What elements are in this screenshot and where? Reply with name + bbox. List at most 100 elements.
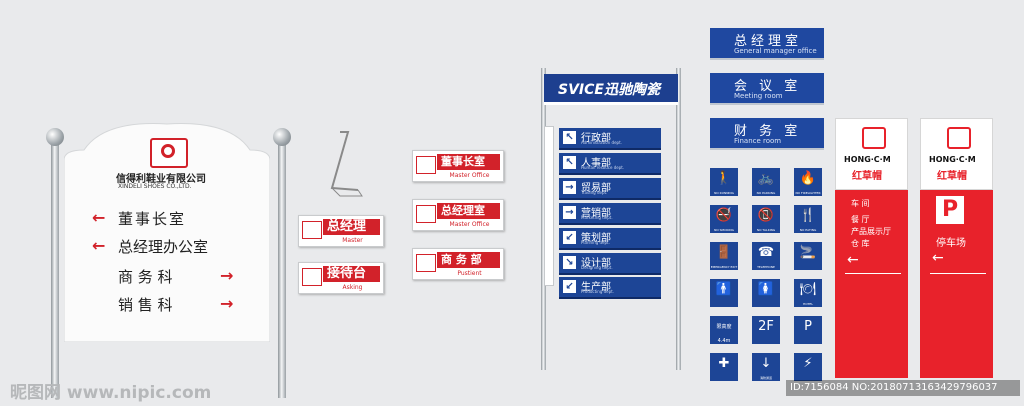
logo-icon — [416, 205, 436, 223]
plate-sub: Pustient — [457, 270, 482, 277]
pictogram-glyph: P — [804, 319, 812, 334]
arrow-right-icon: → — [220, 266, 234, 285]
pictogram-glyph: ☎ — [757, 245, 775, 260]
parking-icon: P — [936, 196, 964, 224]
dept-en: Producting dept. — [581, 289, 615, 294]
pictogram-glyph: 🚲 — [757, 171, 775, 186]
room-en: General manager office — [734, 47, 817, 55]
pictogram-icon: ✚ — [710, 353, 738, 381]
pictogram-caption: TELEPHONE — [757, 265, 775, 269]
desk-sign-reception: 接待台 Asking — [298, 262, 384, 294]
divider — [930, 273, 986, 274]
pictogram-icon: 🍽HOTEL — [794, 279, 822, 307]
pictogram-glyph: 限高度 4.4m — [716, 324, 732, 344]
dept-cn: 生产部 — [581, 282, 611, 293]
plate-sub: Master Office — [449, 172, 490, 179]
plate-sub: Master Office — [449, 221, 490, 228]
right-pole — [278, 140, 286, 398]
brand-logo-icon — [862, 127, 886, 149]
left-pole — [51, 140, 59, 398]
brand-name-cn: 红草帽 — [852, 171, 882, 182]
room-en: Meeting room — [734, 92, 783, 100]
pictogram-caption: EMERGENCY EXIT — [710, 265, 738, 269]
pictogram-glyph: 🚭 — [715, 208, 733, 223]
dept-cn: 贸易部 — [581, 183, 611, 194]
watermark-site: 昵图网 www.nipic.com — [10, 383, 212, 403]
arrow-icon: ↙ — [563, 280, 576, 293]
directory-header: SVICE迅驰陶瓷 — [544, 74, 678, 105]
pictogram-icon: 🚭 NO SMOKING — [710, 205, 738, 233]
pictogram-glyph: 🔥 — [799, 171, 817, 186]
pictogram-glyph: 🚪 — [715, 245, 733, 260]
pictogram-glyph: ↓ — [760, 356, 772, 371]
wall-plate: 商 务 部 Pustient — [412, 248, 504, 280]
arrow-icon: → — [563, 181, 576, 194]
arrow-icon: ↖ — [563, 156, 576, 169]
dept-en: Planning dept. — [581, 240, 610, 245]
pictogram-icon: 限高度 4.4m — [710, 316, 738, 344]
main-sign-rows: ← 董事长室 ← 总经理办公室 商 务 科 → 销 售 科 → — [64, 198, 270, 318]
brand-logo-icon — [947, 127, 971, 149]
pictogram-caption: NO SMOKING — [714, 228, 734, 232]
plate-label: 总经理室 — [437, 203, 500, 219]
pictogram-caption: NO FIRELIGHTER — [795, 191, 821, 195]
plate-label: 董事长室 — [437, 154, 500, 170]
room-cn: 总经理室 — [734, 34, 803, 49]
divider — [845, 273, 901, 274]
company-name-en: XINDELI SHOES CO.,LTD. — [118, 183, 192, 190]
pictogram-icon: 🔥 NO FIRELIGHTER — [794, 168, 822, 196]
arrow-left-icon: ← — [932, 250, 944, 266]
brand-name: HONG·C·M — [929, 155, 976, 164]
logo-icon — [416, 156, 436, 174]
pictogram-icon: 🚪 EMERGENCY EXIT — [710, 242, 738, 270]
pictogram-icon: 🚹 — [710, 279, 738, 307]
dept-cn: 策划部 — [581, 233, 611, 244]
stand-item: 产品展示厅 — [851, 227, 891, 236]
arrow-icon: ↙ — [563, 231, 576, 244]
pictogram-grid: 🚶NO RUNNING🚲NO PARKING🔥NO FIRELIGHTER🚭NO… — [710, 168, 830, 381]
pictogram-glyph: 🚬 — [799, 245, 817, 260]
arrow-icon: → — [563, 206, 576, 219]
pictogram-glyph: 🍴 — [799, 208, 817, 223]
desk-sign-label: 总经理 — [323, 219, 380, 235]
pictogram-icon: 🚬 — [794, 242, 822, 270]
desk-sign-label: 接待台 — [323, 266, 380, 282]
pictogram-glyph: 2F — [758, 319, 774, 334]
pictogram-caption: HOTEL — [802, 302, 814, 306]
left-pole-ball — [46, 128, 64, 146]
pictogram-icon: 🚺 — [752, 279, 780, 307]
company-logo-icon — [150, 138, 188, 168]
main-sign-panel — [64, 123, 270, 342]
right-pole-ball — [273, 128, 291, 146]
room-cn: 财 务 室 — [734, 124, 802, 139]
arrow-left-icon: ← — [92, 208, 106, 227]
pictogram-icon: ↓消防通道 — [752, 353, 780, 381]
arrow-left-icon: ← — [847, 252, 859, 268]
desk-sign-master: 总经理 Master — [298, 215, 384, 247]
row-label: 总经理办公室 — [118, 238, 209, 256]
stand-item: 餐 厅 — [851, 215, 870, 224]
stand-sign-parking: HONG·C·M 红草帽 P 停车场 ← — [920, 118, 993, 378]
pictogram-icon: P — [794, 316, 822, 344]
stand-sign-workshop: HONG·C·M 红草帽 车 间 餐 厅 产品展示厅 仓 库 ← — [835, 118, 908, 378]
pictogram-icon: 🚲 NO PARKING — [752, 168, 780, 196]
stand-item: 车 间 — [851, 199, 870, 208]
brand-name: SVICE迅驰陶瓷 — [558, 82, 660, 98]
pictogram-caption: NO EATING — [799, 228, 817, 232]
dept-cn: 营销部 — [581, 208, 611, 219]
pictogram-icon: 📵NO TALKING — [752, 205, 780, 233]
dept-en: Marketing dept. — [581, 215, 613, 220]
desk-sign-sub: Master — [342, 237, 363, 244]
pictogram-glyph: 🚺 — [757, 282, 775, 297]
arrow-icon: ↘ — [563, 256, 576, 269]
room-en: Finance room — [734, 137, 782, 145]
stand-diagram — [330, 131, 363, 197]
pictogram-caption: NO PARKING — [756, 191, 776, 195]
pictogram-glyph: 📵 — [757, 208, 775, 223]
pictogram-glyph: ⚡ — [803, 356, 813, 371]
